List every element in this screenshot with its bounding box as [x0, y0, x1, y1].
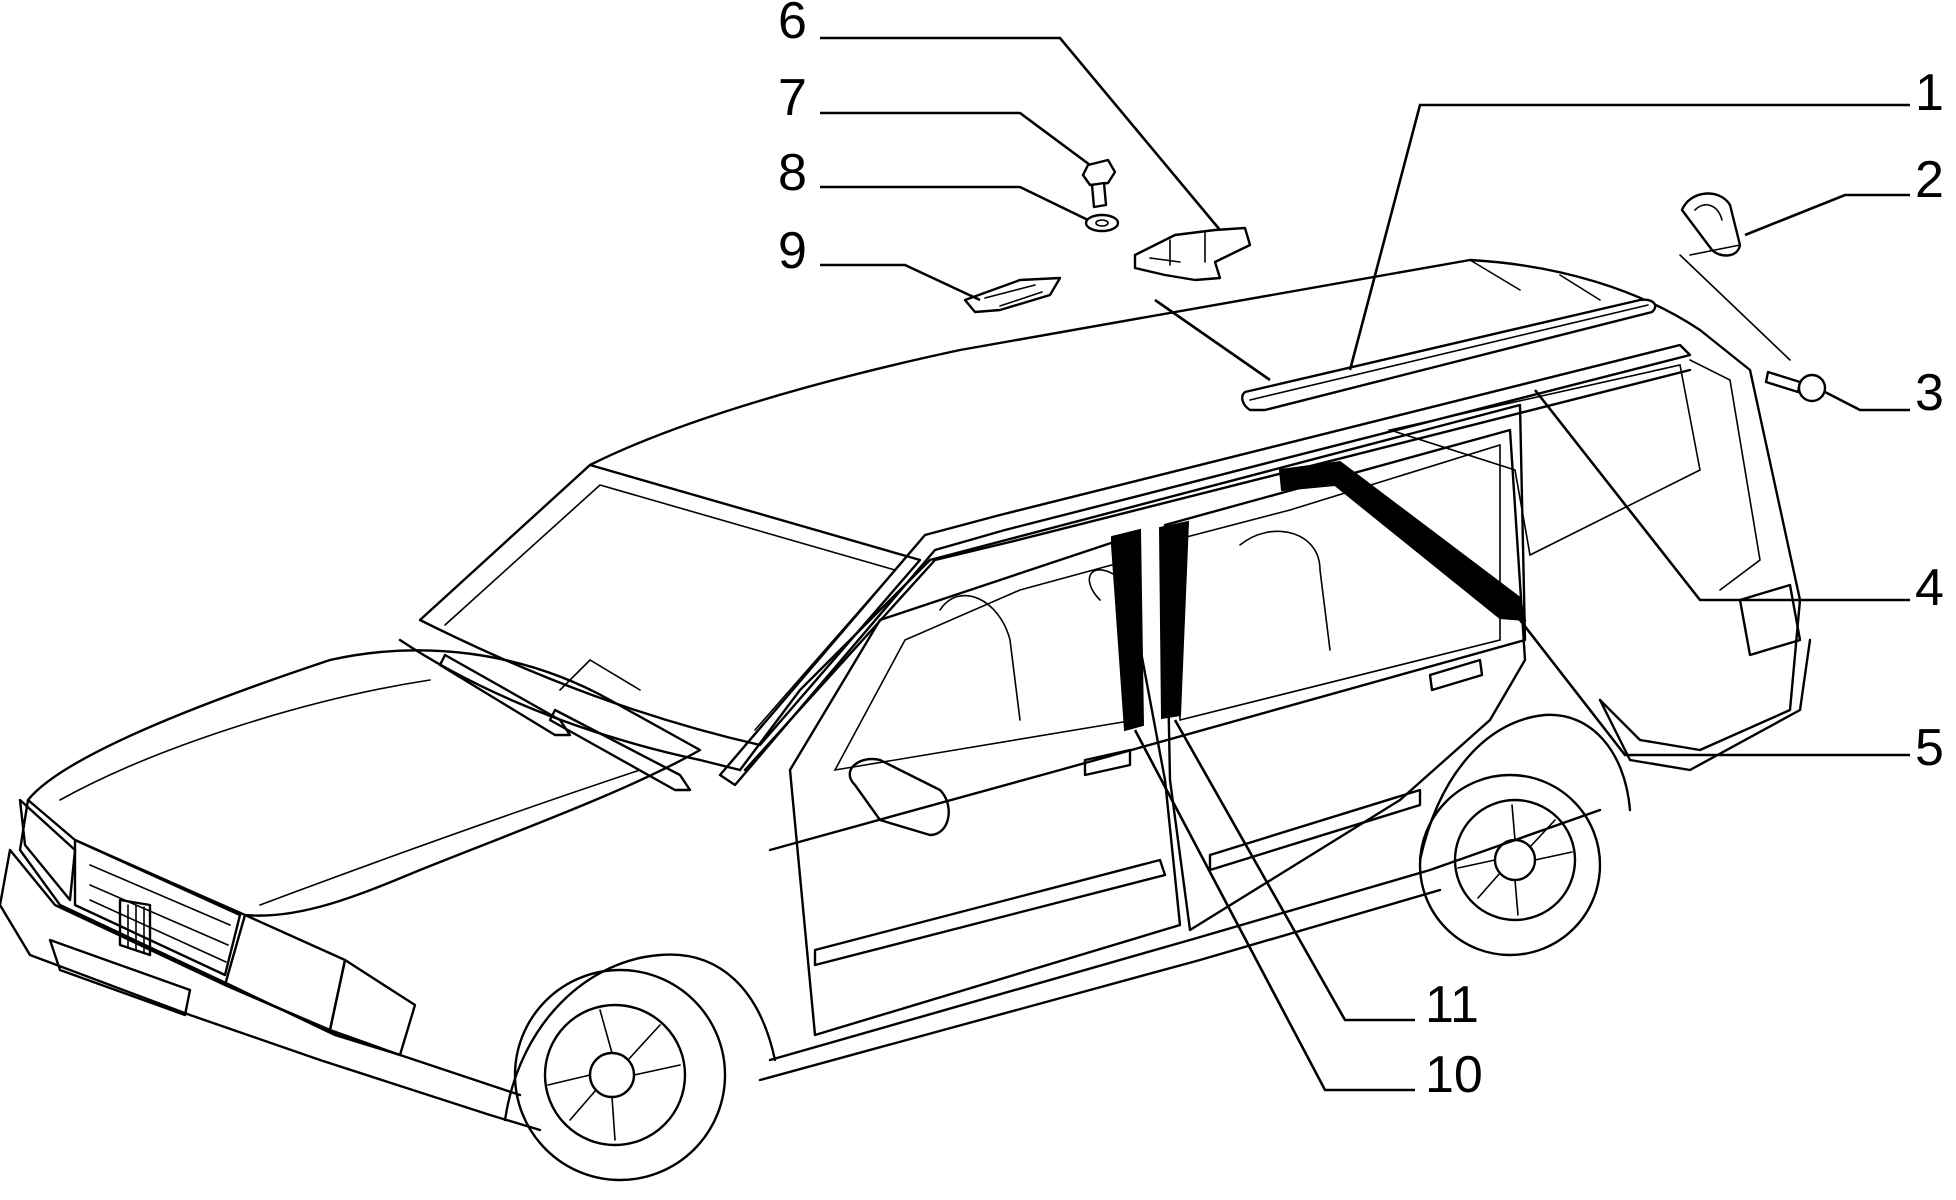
- cowl: [398, 638, 742, 772]
- bolt-shank-part-7: [1090, 181, 1108, 209]
- clip-part-9: [963, 276, 1062, 314]
- callout-labels: 1 2 3 4 5 6 7 8 9 11 10: [778, 0, 1944, 1104]
- rear-wheel-spokes: [1457, 804, 1573, 916]
- callout-9: 9: [778, 222, 807, 280]
- right-headlight: [223, 913, 347, 1032]
- screw-part-3: [1764, 370, 1802, 394]
- roof-moulding-edge: [1249, 304, 1649, 401]
- front-seat: [939, 594, 1021, 721]
- parts: [963, 158, 1827, 732]
- windscreen-reflection: [559, 658, 641, 691]
- leader-3: [1824, 390, 1910, 412]
- roof-drip-rail: [718, 343, 1692, 787]
- bracket-detail: [1149, 232, 1206, 266]
- front-door: [788, 538, 1182, 1037]
- leader-10: [1133, 729, 1415, 1092]
- leader-2: [1744, 193, 1910, 237]
- rear-wheel-tyre: [1418, 773, 1602, 957]
- rear-rub-strip: [1208, 788, 1422, 872]
- rear-wheel-arch: [1418, 713, 1632, 862]
- callout-11: 11: [1425, 976, 1479, 1034]
- callout-5: 5: [1915, 719, 1944, 777]
- grille-bars: [89, 864, 231, 963]
- leader-4: [1533, 389, 1910, 602]
- car-illustration: [0, 258, 1812, 1182]
- front-bumper-top: [8, 848, 522, 1097]
- front-door-window: [833, 558, 1136, 772]
- leader-9: [820, 263, 981, 302]
- callout-6: 6: [778, 0, 807, 50]
- washer-part-8: [1084, 213, 1120, 233]
- callout-7: 7: [778, 69, 807, 127]
- front-wheel-arch: [503, 953, 777, 1122]
- rear-quarter-window: [1386, 364, 1701, 557]
- roof-outline: [588, 258, 1702, 467]
- bonnet-crease: [59, 679, 431, 801]
- part-2-3-bracket-line: [1679, 244, 1791, 361]
- rear-seat: [1239, 530, 1331, 651]
- roof-rear-line: [1469, 259, 1601, 301]
- callout-1: 1: [1915, 64, 1944, 122]
- windscreen: [418, 463, 922, 747]
- pillar-seal-part-10: [1111, 528, 1145, 732]
- rear-bumper: [1598, 638, 1812, 772]
- leader-5: [1518, 619, 1910, 757]
- screw-head-part-3: [1797, 373, 1827, 403]
- front-wheel-tyre: [513, 968, 727, 1182]
- front-bumper: [0, 848, 542, 1132]
- steering-wheel: [1088, 569, 1116, 601]
- tailgate-window-edge: [1689, 359, 1761, 591]
- callout-4: 4: [1915, 559, 1944, 617]
- bonnet: [26, 649, 702, 917]
- roof-drip-rail-inner: [743, 368, 1692, 772]
- rear-door-handle: [1428, 658, 1484, 692]
- grille: [73, 838, 242, 977]
- left-headlight: [18, 798, 77, 902]
- callout-2: 2: [1915, 151, 1944, 209]
- grille-badge: [118, 898, 152, 957]
- tailgate: [1598, 328, 1802, 752]
- bonnet-crease-2: [259, 769, 641, 906]
- rear-light: [1738, 583, 1802, 657]
- leader-7: [820, 111, 1091, 167]
- wing-mirror: [848, 757, 950, 837]
- windscreen-inner: [444, 484, 897, 731]
- rear-wheel-hub: [1493, 838, 1537, 882]
- leader-11: [1173, 719, 1415, 1022]
- pillar-seal-part-11: [1158, 520, 1190, 720]
- front-door-handle: [1083, 748, 1132, 777]
- leader-1: [1348, 103, 1910, 371]
- licence-plate-recess: [48, 938, 192, 1017]
- wiper-right: [548, 708, 692, 792]
- callout-10: 10: [1425, 1046, 1483, 1104]
- callout-8: 8: [778, 144, 807, 202]
- wiper-left: [438, 653, 572, 737]
- rear-pillar-seal-part-5: [1278, 460, 1527, 622]
- washer-hole: [1095, 219, 1109, 227]
- clip-detail: [984, 284, 1043, 307]
- end-cap-inner: [1694, 204, 1723, 221]
- front-wheel-rim: [543, 1003, 687, 1147]
- leader-8: [820, 185, 1089, 222]
- leader-6: [820, 36, 1221, 231]
- leader-roof-drip: [1154, 298, 1271, 382]
- side-body-upper: [738, 403, 1527, 852]
- grille-badge-lines: [127, 904, 145, 953]
- leader-lines: [820, 36, 1910, 1092]
- callout-3: 3: [1915, 364, 1944, 422]
- right-indicator: [328, 958, 417, 1057]
- bolt-part-7: [1081, 158, 1117, 187]
- front-wheel-spokes: [547, 1009, 681, 1141]
- front-face: [18, 798, 402, 1057]
- bracket-part-6: [1133, 226, 1252, 282]
- front-rub-strip: [813, 858, 1167, 967]
- rear-wheel-rim: [1453, 798, 1577, 922]
